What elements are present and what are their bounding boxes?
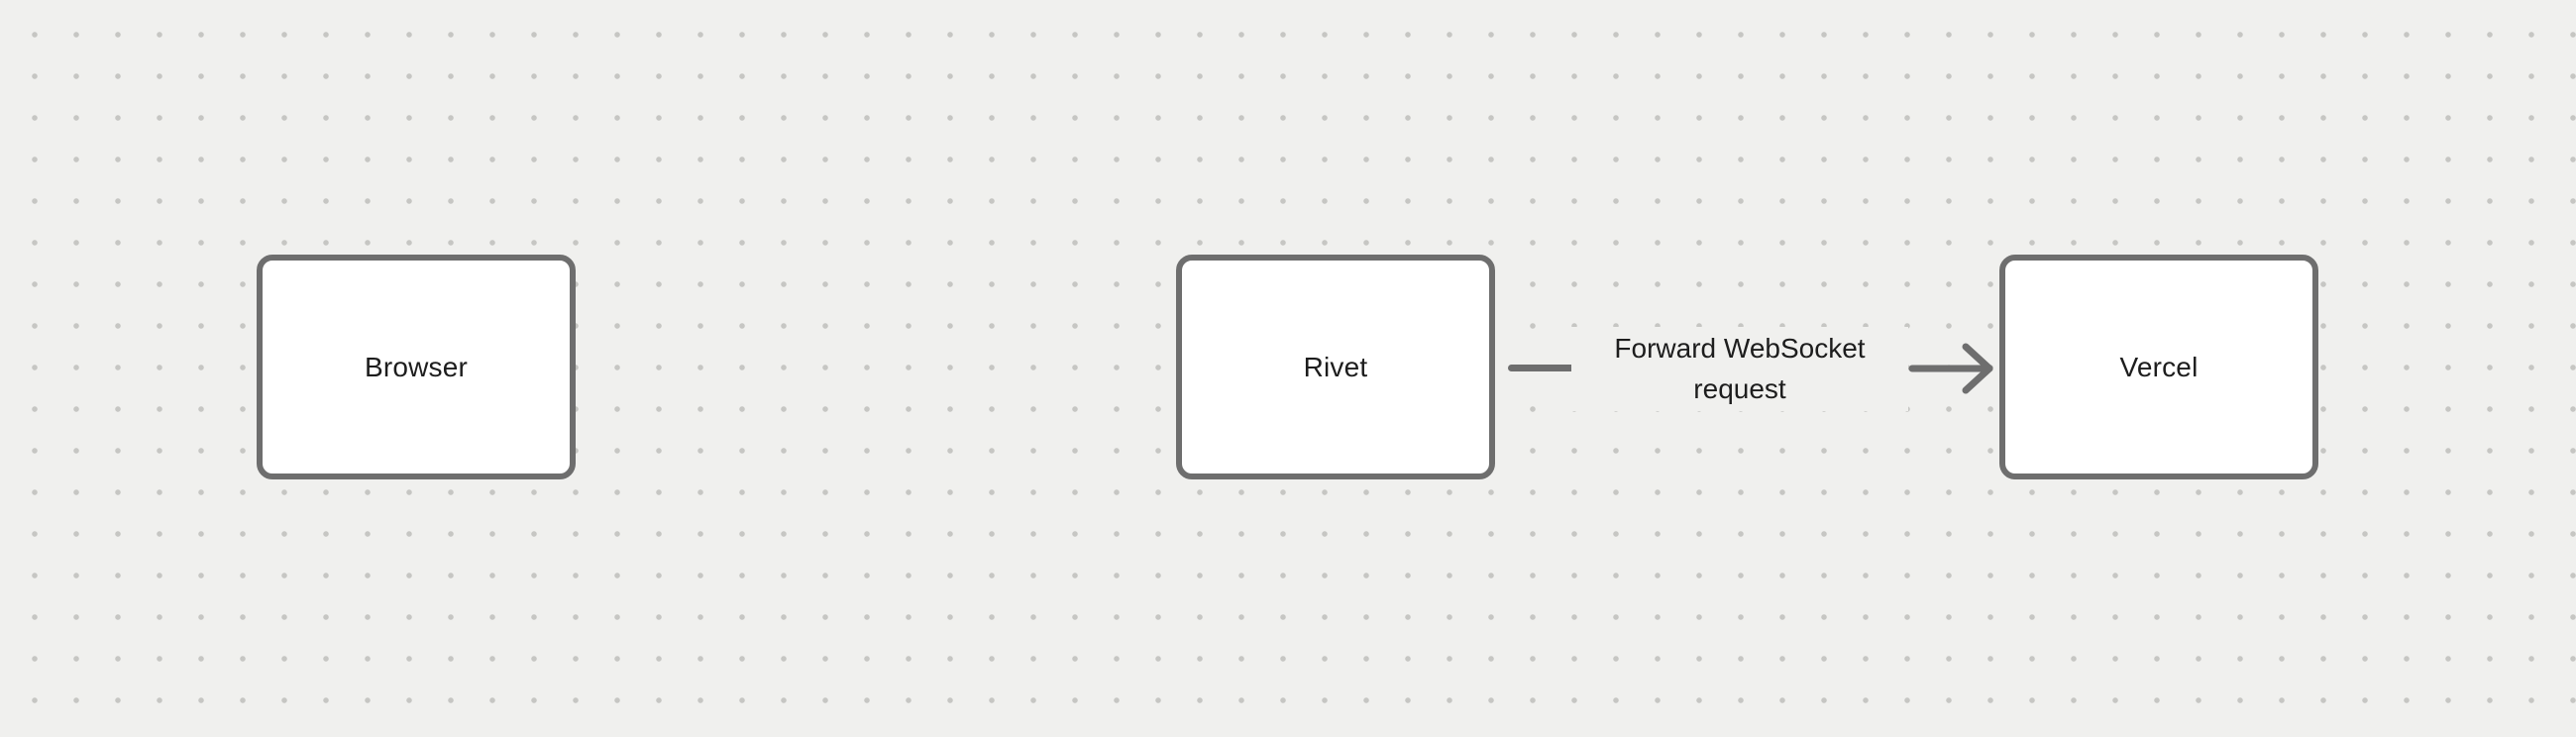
node-rivet-label: Rivet — [1303, 351, 1368, 382]
node-vercel[interactable]: Vercel — [1999, 255, 2318, 479]
node-rivet[interactable]: Rivet — [1176, 255, 1495, 479]
node-browser-label: Browser — [364, 351, 469, 382]
edge-line-segment — [1508, 365, 1575, 371]
node-vercel-label: Vercel — [2119, 351, 2199, 382]
node-browser[interactable]: Browser — [257, 255, 576, 479]
edge-label: Forward WebSocket request — [1571, 327, 1908, 412]
edge-arrow-icon — [1908, 338, 1999, 399]
